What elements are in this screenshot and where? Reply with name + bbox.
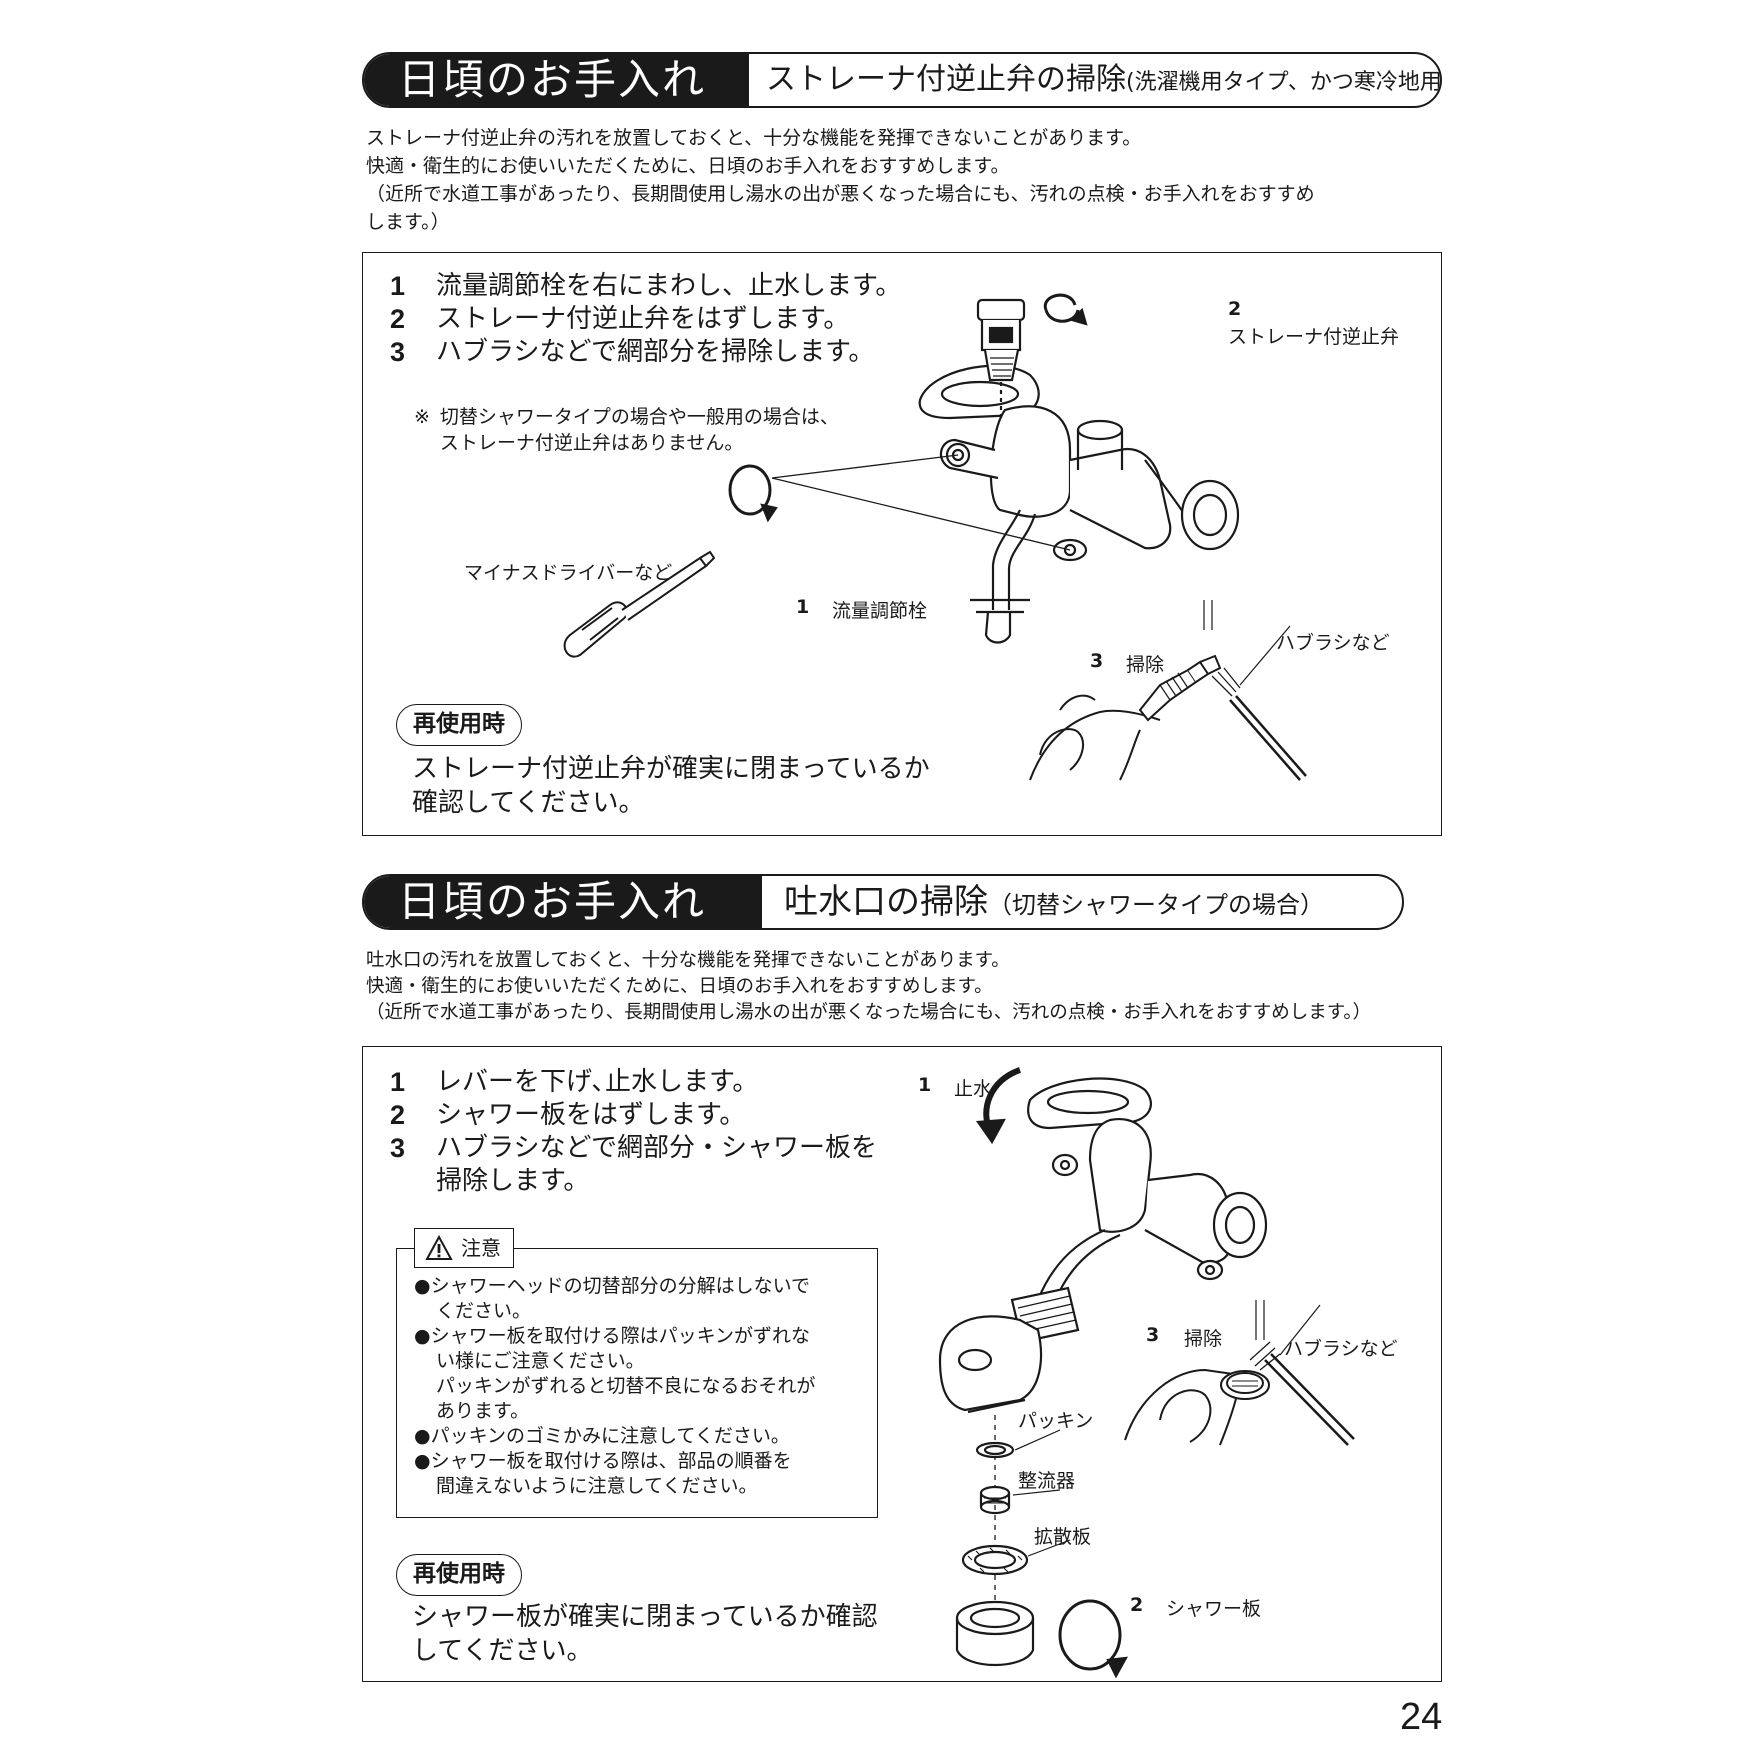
caution-line: 間違えないように注意してください。 <box>436 1475 758 1497</box>
section1-banner-title: 日頃のお手入れ <box>364 54 749 106</box>
section1-banner-paren: (洗濯機用タイプ、かつ寒冷地用の場合) <box>1126 70 1442 95</box>
note-text: 切替シャワータイプの場合や一般用の場合は、 ストレーナ付逆止弁はありません。 <box>439 406 839 454</box>
step-text: ハブラシなどで網部分を掃除します。 <box>436 337 875 367</box>
caution-line: シャワー板を取付ける際はパッキンがずれな <box>430 1325 811 1347</box>
step-item: 1 レバーを下げ､止水します。 <box>390 1066 877 1099</box>
step-number: 2 <box>390 304 406 334</box>
caution-line: パッキンのゴミかみに注意してください。 <box>430 1425 790 1447</box>
caution-item: ●パッキンのゴミかみに注意してください。 <box>414 1424 864 1449</box>
shower-faucet-illustration <box>938 1067 1355 1679</box>
label-strainer-valve: ストレーナ付逆止弁 <box>1228 326 1400 348</box>
label-rectifier: 整流器 <box>1018 1470 1076 1492</box>
step-number: 1 <box>390 271 406 301</box>
caution-item: ●シャワー板を取付ける際は、部品の順番を <box>414 1449 864 1474</box>
section1-reuse-label: 再使用時 <box>396 704 522 746</box>
label-step2-num: 2 <box>1228 298 1242 320</box>
section1-header-banner: 日頃のお手入れ ストレーナ付逆止弁の掃除(洗濯機用タイプ、かつ寒冷地用の場合) <box>362 52 1442 108</box>
label-toothbrush: ハブラシなど <box>1284 1338 1398 1360</box>
label-step3-num: 3 <box>1090 650 1104 672</box>
label-step1-num: 1 <box>796 596 810 618</box>
label-step1-num: 1 <box>918 1074 932 1096</box>
section2-banner-subtitle: 吐水口の掃除（切替シャワータイプの場合） <box>784 876 1324 928</box>
label-screwdriver: マイナスドライバーなど <box>464 562 673 584</box>
step-text: シャワー板をはずします。 <box>436 1100 746 1130</box>
label-stop-water: 止水 <box>954 1078 993 1100</box>
step-item: 1 流量調節栓を右にまわし、止水します。 <box>390 270 901 303</box>
label-clean: 掃除 <box>1184 1328 1223 1350</box>
step-number: 2 <box>390 1100 406 1130</box>
warning-icon <box>425 1234 453 1260</box>
label-flow-valve: 流量調節栓 <box>832 600 928 622</box>
caution-item: ●シャワーヘッドの切替部分の分解はしないで <box>414 1274 864 1299</box>
section2-banner-title: 日頃のお手入れ <box>364 876 762 928</box>
section2-reuse-label: 再使用時 <box>396 1554 522 1596</box>
step-number: 3 <box>390 337 406 367</box>
step-text: ストレーナ付逆止弁をはずします。 <box>436 304 850 334</box>
step-item: 2 ストレーナ付逆止弁をはずします。 <box>390 303 901 336</box>
step-item: 2 シャワー板をはずします。 <box>390 1099 877 1132</box>
label-shower-plate: シャワー板 <box>1166 1598 1262 1620</box>
step-text: レバーを下げ､止水します。 <box>436 1067 759 1097</box>
note-mark: ※ <box>414 406 430 428</box>
section1-reuse-text: ストレーナ付逆止弁が確実に閉まっているか 確認してください。 <box>412 754 930 818</box>
section2-panel <box>362 1046 1442 1682</box>
caution-line: パッキンがずれると切替不良になるおそれが <box>436 1375 816 1397</box>
section1-banner-subtitle: ストレーナ付逆止弁の掃除(洗濯機用タイプ、かつ寒冷地用の場合) <box>766 54 1442 106</box>
page-number: 24 <box>1400 1696 1443 1738</box>
section2-header-banner: 日頃のお手入れ 吐水口の掃除（切替シャワータイプの場合） <box>362 874 1404 930</box>
section2-intro: 吐水口の汚れを放置しておくと、十分な機能を発揮できないことがあります。 快適・衛… <box>366 950 1372 1023</box>
step-text: ハブラシなどで網部分・シャワー板を 掃除します。 <box>436 1133 877 1196</box>
caution-item: ●シャワー板を取付ける際はパッキンがずれな <box>414 1324 864 1349</box>
section1-panel <box>362 252 1442 836</box>
label-diffuser: 拡散板 <box>1034 1526 1092 1548</box>
faucet-illustration-1 <box>563 293 1307 781</box>
section2-reuse-text: シャワー板が確実に閉まっているか確認 してください。 <box>412 1602 878 1666</box>
step-item: 3 ハブラシなどで網部分・シャワー板を 掃除します。 <box>390 1132 877 1198</box>
bullet: ● <box>414 1275 431 1297</box>
section2-steps: 1 レバーを下げ､止水します。 2 シャワー板をはずします。 3 ハブラシなどで網部分… <box>390 1066 877 1198</box>
section2-banner-paren: （切替シャワータイプの場合） <box>988 891 1324 919</box>
bullet: ● <box>414 1450 431 1472</box>
caution-line: い様にご注意ください。 <box>436 1350 645 1372</box>
step-text: 流量調節栓を右にまわし、止水します。 <box>436 271 902 301</box>
label-clean: 掃除 <box>1126 654 1165 676</box>
caution-line: シャワーヘッドの切替部分の分解はしないで <box>430 1275 811 1297</box>
bullet: ● <box>414 1325 431 1347</box>
section1-intro: ストレーナ付逆止弁の汚れを放置しておくと、十分な機能を発揮できないことがあります… <box>366 127 1315 233</box>
label-packing: パッキン <box>1018 1410 1094 1432</box>
caution-box <box>396 1248 878 1518</box>
caution-line: シャワー板を取付ける際は、部品の順番を <box>430 1450 792 1472</box>
label-step3-num: 3 <box>1146 1324 1160 1346</box>
step-number: 1 <box>390 1067 406 1097</box>
caution-line: ください。 <box>436 1300 532 1322</box>
step-number: 3 <box>390 1133 406 1163</box>
bullet: ● <box>414 1425 431 1447</box>
label-step2-num: 2 <box>1130 1594 1144 1616</box>
caution-heading: 注意 <box>414 1228 514 1268</box>
section1-banner-main: ストレーナ付逆止弁の掃除 <box>766 62 1126 97</box>
label-toothbrush: ハブラシなど <box>1276 632 1390 654</box>
caution-list: ●シャワーヘッドの切替部分の分解はしないで ください。 ●シャワー板を取付ける際… <box>414 1274 864 1499</box>
section1-note: ※ 切替シャワータイプの場合や一般用の場合は、 ストレーナ付逆止弁はありません。 <box>414 404 839 456</box>
caution-title: 注意 <box>461 1236 501 1260</box>
caution-line: あります。 <box>436 1400 530 1422</box>
section2-banner-main: 吐水口の掃除 <box>784 882 988 922</box>
step-item: 3 ハブラシなどで網部分を掃除します。 <box>390 336 901 369</box>
